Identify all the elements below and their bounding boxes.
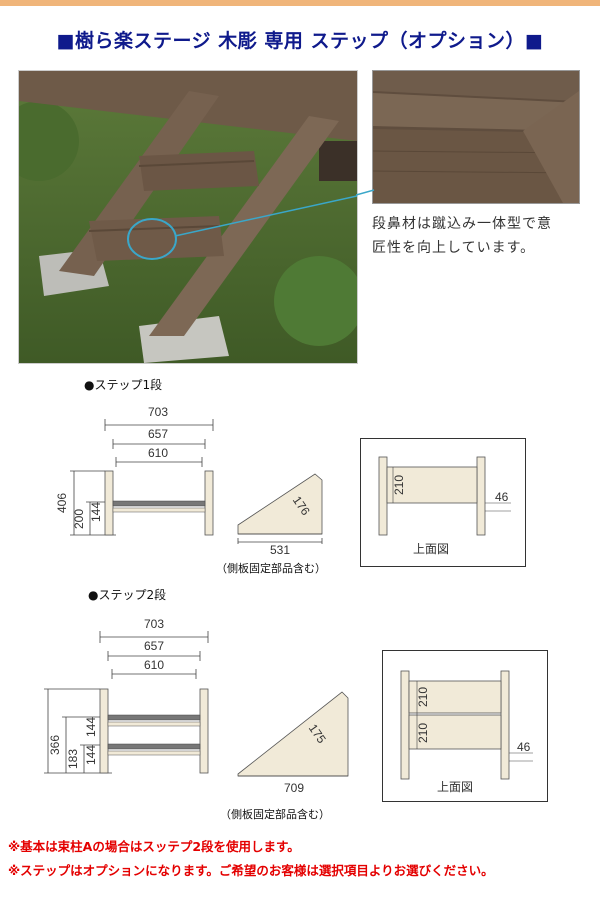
step1-width-inner: 610 [148,446,168,460]
step2-width-total: 703 [144,617,164,631]
step1-side-note: （側板固定部品含む） [216,562,326,575]
step1-width-total: 703 [148,405,168,419]
step2-top-dim-b: 210 [416,723,430,743]
step2-top-view: 210 210 46 上面図 [382,650,548,802]
step1-side-view: 531 176 [237,473,323,557]
step1-depth: 531 [270,543,290,557]
step2-height-total: 556 [40,721,43,741]
step1-front-view: 703 657 610 406 200 144 [55,405,214,536]
step2-top-dim-a: 210 [416,687,430,707]
caption-line: 段鼻材は蹴込み一体型で意 [372,216,552,232]
step1-top-dim-b: 46 [495,490,509,504]
caption: 段鼻材は蹴込み一体型で意 匠性を向上しています。 [372,212,592,260]
step2-height-mid: 366 [48,735,62,755]
step2-side-view: 709 175 [237,691,349,795]
step1-top-dim-a: 210 [392,475,406,495]
step1-width-mid: 657 [148,427,168,441]
step2-label: ●ステップ2段 [88,588,167,602]
step2-top-dim-c: 46 [517,740,531,754]
step2-width-inner: 610 [144,658,164,672]
step2-width-mid: 657 [144,639,164,653]
step2-height-low: 183 [66,749,80,769]
callout-line [356,189,375,196]
step1-height-total: 406 [55,493,69,513]
step1-tread: 144 [89,502,103,522]
top-accent-bar [0,0,600,6]
detail-photo [372,70,580,204]
note-line: ※ステップはオプションになります。ご希望のお客様は選択項目よりお選びください。 [8,863,494,878]
step2-side-note: （側板固定部品含む） [220,808,330,821]
step1-top-label: 上面図 [413,542,449,556]
step2-top-label: 上面図 [437,780,473,794]
step2-tread-lower: 144 [84,745,98,765]
step2-tread-upper: 144 [84,717,98,737]
step1-height-low: 200 [72,509,86,529]
step1-label: ●ステップ1段 [84,378,163,392]
product-photo [18,70,358,364]
step2-depth: 709 [284,781,304,795]
note-line: ※基本は束柱Aの場合はスッテプ2段を使用します。 [8,839,300,854]
step1-top-view: 210 46 上面図 [360,438,526,567]
page-title: ■樹ら楽ステージ 木彫 専用 ステップ（オプション）■ [56,30,544,52]
step2-front-view: 703 657 610 556 366 183 144 144 [40,617,209,774]
caption-line: 匠性を向上しています。 [372,240,536,256]
